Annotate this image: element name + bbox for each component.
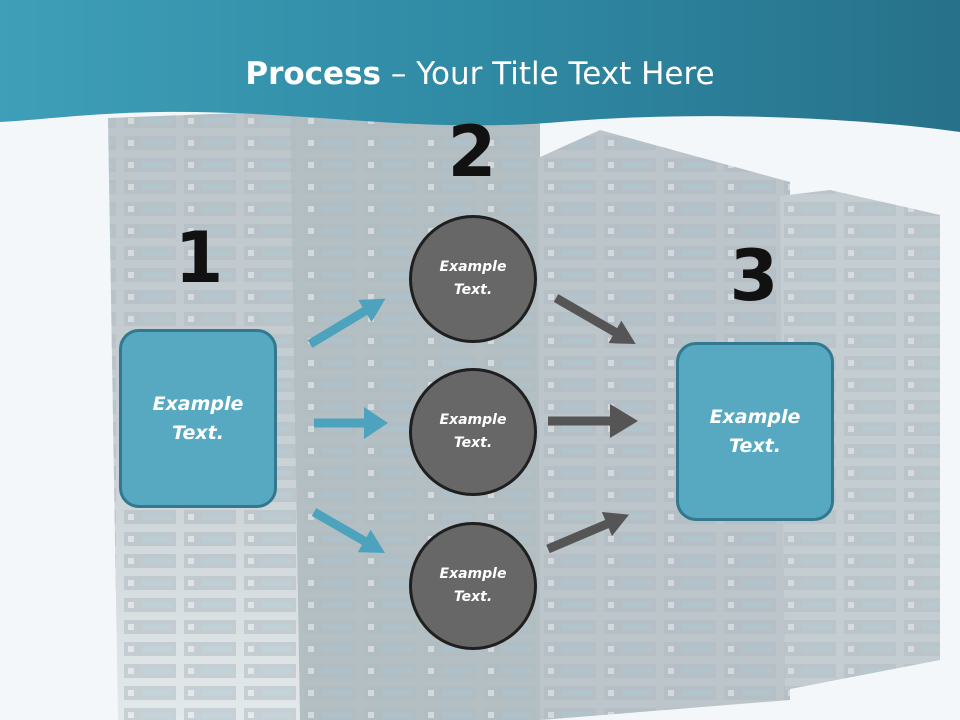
process-circle-3: Example Text. (409, 522, 537, 650)
process-circle-2-label: Example Text. (439, 412, 507, 451)
process-circle-2: Example Text. (409, 368, 537, 496)
arrow-from-circle-1 (553, 294, 636, 344)
slide-title: Process – Your Title Text Here (0, 52, 960, 96)
step-number-1: 1 (174, 217, 224, 299)
arrow-from-circle-3 (546, 512, 630, 554)
input-box: Example Text. (119, 329, 277, 508)
arrow-to-circle-2 (314, 407, 388, 439)
arrow-from-circle-2 (548, 404, 638, 438)
input-box-label: Example Text. (152, 392, 244, 444)
title-bold: Process (245, 56, 381, 92)
arrow-to-circle-1 (307, 298, 386, 348)
step-number-3: 3 (729, 235, 779, 317)
process-circle-3-label: Example Text. (439, 566, 507, 605)
process-circle-1: Example Text. (409, 215, 537, 343)
output-box: Example Text. (676, 342, 834, 521)
gray-arrows (546, 294, 638, 554)
title-rest: – Your Title Text Here (381, 56, 715, 92)
step-number-2: 2 (447, 111, 497, 193)
blue-arrows (307, 298, 388, 553)
output-box-label: Example Text. (709, 405, 801, 457)
header-band (0, 0, 960, 132)
arrow-to-circle-3 (311, 508, 386, 553)
process-circle-1-label: Example Text. (439, 259, 507, 298)
